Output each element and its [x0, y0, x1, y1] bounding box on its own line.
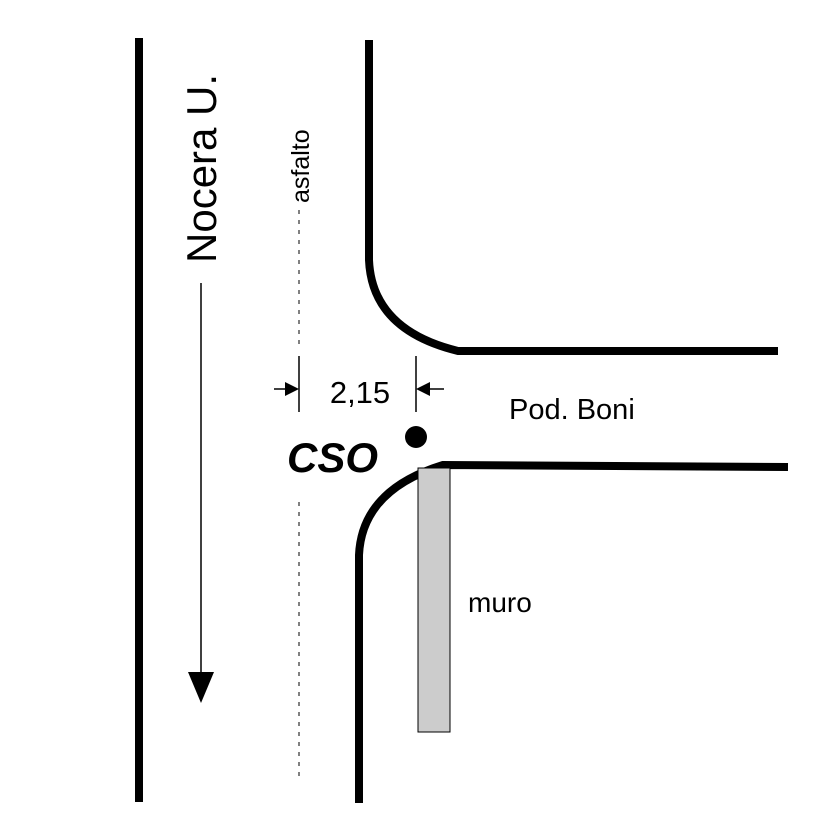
- surface-label: asfalto: [287, 129, 315, 203]
- road-name-label: Nocera U.: [178, 74, 225, 263]
- station-label: CSO: [287, 434, 378, 481]
- dimension-arrow-left-head: [285, 382, 299, 396]
- direction-arrow-head: [188, 672, 214, 703]
- side-road-label: Pod. Boni: [509, 394, 635, 426]
- wall: [417, 467, 451, 733]
- wall-label: muro: [468, 587, 532, 618]
- main-road-right-edge-upper: [365, 40, 778, 355]
- dimension-label: 2,15: [330, 375, 390, 410]
- station-point: [405, 426, 427, 448]
- dimension-arrow-right-head: [416, 382, 430, 396]
